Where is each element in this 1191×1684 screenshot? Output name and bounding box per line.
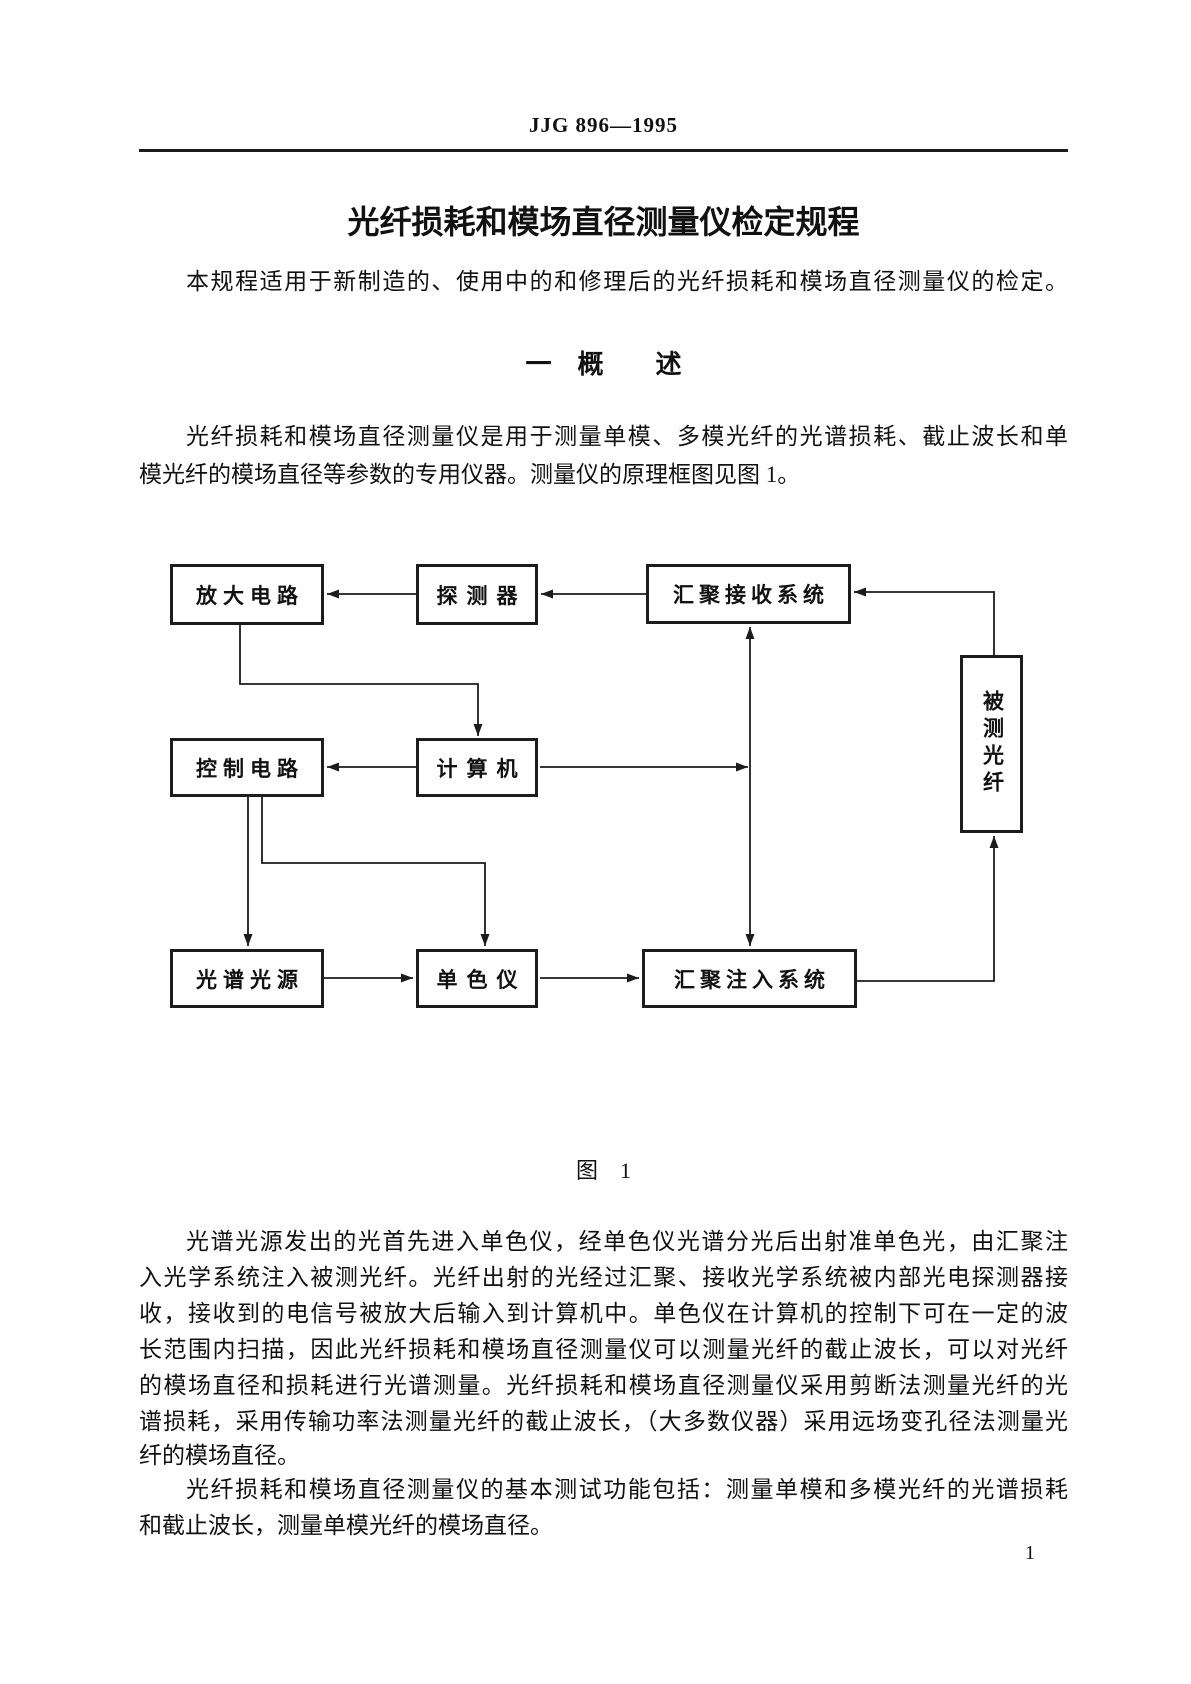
diagram-box-receiving-system: 汇聚接收系统 <box>646 564 851 624</box>
diagram-box-detector-label: 探测器 <box>436 584 527 608</box>
page-number: 1 <box>1025 1542 1035 1564</box>
paragraph3-line1: 光纤损耗和模场直径测量仪的基本测试功能包括：测量单模和多模光纤的光谱损耗 <box>186 1477 1068 1502</box>
intro-paragraph: 本规程适用于新制造的、使用中的和修理后的光纤损耗和模场直径测量仪的检定。 <box>186 269 1068 294</box>
diagram-box-injection-system-label: 汇聚注入系统 <box>674 968 830 992</box>
paragraph2-line1: 光谱光源发出的光首先进入单色仪，经单色仪光谱分光后出射准单色光，由汇聚注 <box>186 1229 1068 1254</box>
arrow-fiber-to-receiving <box>854 587 995 655</box>
diagram-box-fiber-under-test: 被测光纤 <box>960 655 1023 833</box>
diagram-box-injection-system: 汇聚注入系统 <box>642 949 857 1008</box>
diagram-box-control-circuit-label: 控制电路 <box>196 757 304 781</box>
arrow-injection-to-fiber <box>857 836 999 982</box>
diagram-box-control-circuit: 控制电路 <box>170 738 324 797</box>
diagram-box-monochromator-label: 单色仪 <box>436 968 527 992</box>
diagram-box-computer-label: 计算机 <box>436 757 527 781</box>
section-heading-overview: 一 概 述 <box>525 349 682 379</box>
diagram-box-amplifier-label: 放大电路 <box>196 584 304 608</box>
diagram-box-computer: 计算机 <box>416 738 538 797</box>
diagram-box-monochromator: 单色仪 <box>416 949 538 1008</box>
paragraph2-line3: 收，接收到的电信号被放大后输入到计算机中。单色仪在计算机的控制下可在一定的波 <box>139 1301 1068 1326</box>
paragraph1-line2: 模光纤的模场直径等参数的专用仪器。测量仪的原理框图见图 1。 <box>139 462 801 487</box>
arrow-control-to-monochromator <box>261 797 490 946</box>
standard-code-header: JJG 896—1995 <box>528 113 679 137</box>
diagram-box-light-source-label: 光谱光源 <box>196 968 304 992</box>
paragraph2-line5: 的模场直径和损耗进行光谱测量。光纤损耗和模场直径测量仪采用剪断法测量光纤的光 <box>139 1373 1068 1398</box>
document-title: 光纤损耗和模场直径测量仪检定规程 <box>347 204 860 240</box>
paragraph2-line4: 长范围内扫描，因此光纤损耗和模场直径测量仪可以测量光纤的截止波长，可以对光纤 <box>139 1337 1068 1362</box>
diagram-box-amplifier: 放大电路 <box>170 564 324 625</box>
paragraph2-line7: 纤的模场直径。 <box>139 1443 300 1468</box>
diagram-box-receiving-system-label: 汇聚接收系统 <box>673 584 829 607</box>
figure1-caption: 图 1 <box>575 1158 631 1183</box>
paragraph2-line6: 谱损耗，采用传输功率法测量光纤的截止波长，（大多数仪器）采用远场变孔径法测量光 <box>139 1409 1068 1434</box>
paragraph3-line2: 和截止波长，测量单模光纤的模场直径。 <box>139 1513 553 1538</box>
diagram-box-detector: 探测器 <box>416 564 538 625</box>
arrow-amplifier-to-computer <box>239 625 483 736</box>
header-rule <box>139 149 1068 152</box>
diagram-box-light-source: 光谱光源 <box>170 949 324 1008</box>
paragraph1-line1: 光纤损耗和模场直径测量仪是用于测量单模、多模光纤的光谱损耗、截止波长和单 <box>186 424 1068 449</box>
paragraph2-line2: 入光学系统注入被测光纤。光纤出射的光经过汇聚、接收光学系统被内部光电探测器接 <box>139 1265 1068 1290</box>
diagram-box-fiber-under-test-label: 被测光纤 <box>980 690 1004 798</box>
